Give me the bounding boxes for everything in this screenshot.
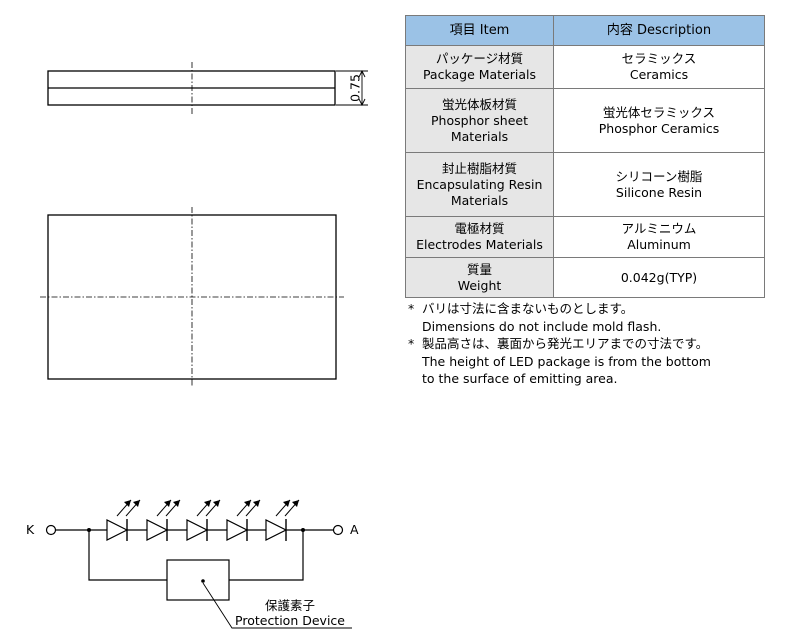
led-triangle <box>226 519 249 541</box>
led-triangle <box>106 519 129 541</box>
emission-arrowhead-icon <box>253 500 260 507</box>
emission-arrowhead-icon <box>244 500 251 507</box>
note-height: * 製品高さは、裏面から発光エリアまでの寸法です。 The height of … <box>408 335 711 388</box>
junction-dot-left <box>87 528 91 532</box>
side-view <box>47 70 336 106</box>
emission-arrowhead-icon <box>204 500 211 507</box>
row-item: 質量 Weight <box>405 257 554 298</box>
row-item: 電極材質 Electrodes Materials <box>405 216 554 258</box>
emission-arrowhead-icon <box>164 500 171 507</box>
cathode-label: K <box>26 522 35 537</box>
height-dimension-label: 0.75 <box>348 74 363 102</box>
spec-table: 項目 Item 内容 Description パッケージ材質 Package M… <box>405 15 765 298</box>
emission-arrowhead-icon <box>133 500 140 507</box>
note-mold-flash: * バリは寸法に含まないものとします。 Dimensions do not in… <box>408 300 711 335</box>
led-symbol <box>186 499 221 541</box>
row-item: パッケージ材質 Package Materials <box>405 45 554 89</box>
table-row: 質量 Weight 0.042g(TYP) <box>405 257 765 298</box>
led-symbol <box>146 499 181 541</box>
note-text: 製品高さは、裏面から発光エリアまでの寸法です。 The height of LE… <box>422 336 711 386</box>
protection-device-dot <box>201 579 205 583</box>
emission-arrowhead-icon <box>292 500 299 507</box>
led-symbol <box>106 499 141 541</box>
row-item: 蛍光体板材質 Phosphor sheet Materials <box>405 88 554 153</box>
junction-dot-right <box>301 528 305 532</box>
emission-arrowhead-icon <box>173 500 180 507</box>
row-description: 蛍光体セラミックス Phosphor Ceramics <box>553 88 765 153</box>
protection-label-jp: 保護素子 <box>265 598 315 613</box>
protection-label-en: Protection Device <box>235 613 345 628</box>
row-description: アルミニウム Aluminum <box>553 216 765 258</box>
circuit-diagram: K A 保護素子 Protection Device <box>26 499 359 629</box>
led-array <box>106 499 300 541</box>
note-text: バリは寸法に含まないものとします。 Dimensions do not incl… <box>422 301 662 334</box>
table-row: 蛍光体板材質 Phosphor sheet Materials 蛍光体セラミック… <box>405 88 765 153</box>
cathode-terminal <box>45 524 57 536</box>
row-description: セラミックス Ceramics <box>553 45 765 89</box>
led-triangle <box>265 519 288 541</box>
led-symbol <box>226 499 261 541</box>
protection-device <box>166 559 230 601</box>
led-symbol <box>265 499 300 541</box>
notes: * バリは寸法に含まないものとします。 Dimensions do not in… <box>408 300 711 388</box>
table-row: 電極材質 Electrodes Materials アルミニウム Aluminu… <box>405 216 765 258</box>
note-marker: * <box>408 336 415 351</box>
row-description: 0.042g(TYP) <box>553 257 765 298</box>
row-item: 封止樹脂材質 Encapsulating Resin Materials <box>405 152 554 217</box>
anode-terminal <box>332 524 344 536</box>
emission-arrowhead-icon <box>283 500 290 507</box>
spec-table-header-row: 項目 Item 内容 Description <box>405 15 765 46</box>
protection-device-leader <box>202 582 352 629</box>
height-dimension <box>336 69 368 107</box>
anode-label: A <box>350 522 359 537</box>
table-row: パッケージ材質 Package Materials セラミックス Ceramic… <box>405 45 765 89</box>
table-row: 封止樹脂材質 Encapsulating Resin Materials シリコ… <box>405 152 765 217</box>
led-triangle <box>186 519 209 541</box>
led-triangle <box>146 519 169 541</box>
header-description: 内容 Description <box>553 15 765 46</box>
note-marker: * <box>408 301 415 316</box>
emission-arrowhead-icon <box>124 500 131 507</box>
header-item: 項目 Item <box>405 15 554 46</box>
emission-arrowhead-icon <box>213 500 220 507</box>
row-description: シリコーン樹脂 Silicone Resin <box>553 152 765 217</box>
